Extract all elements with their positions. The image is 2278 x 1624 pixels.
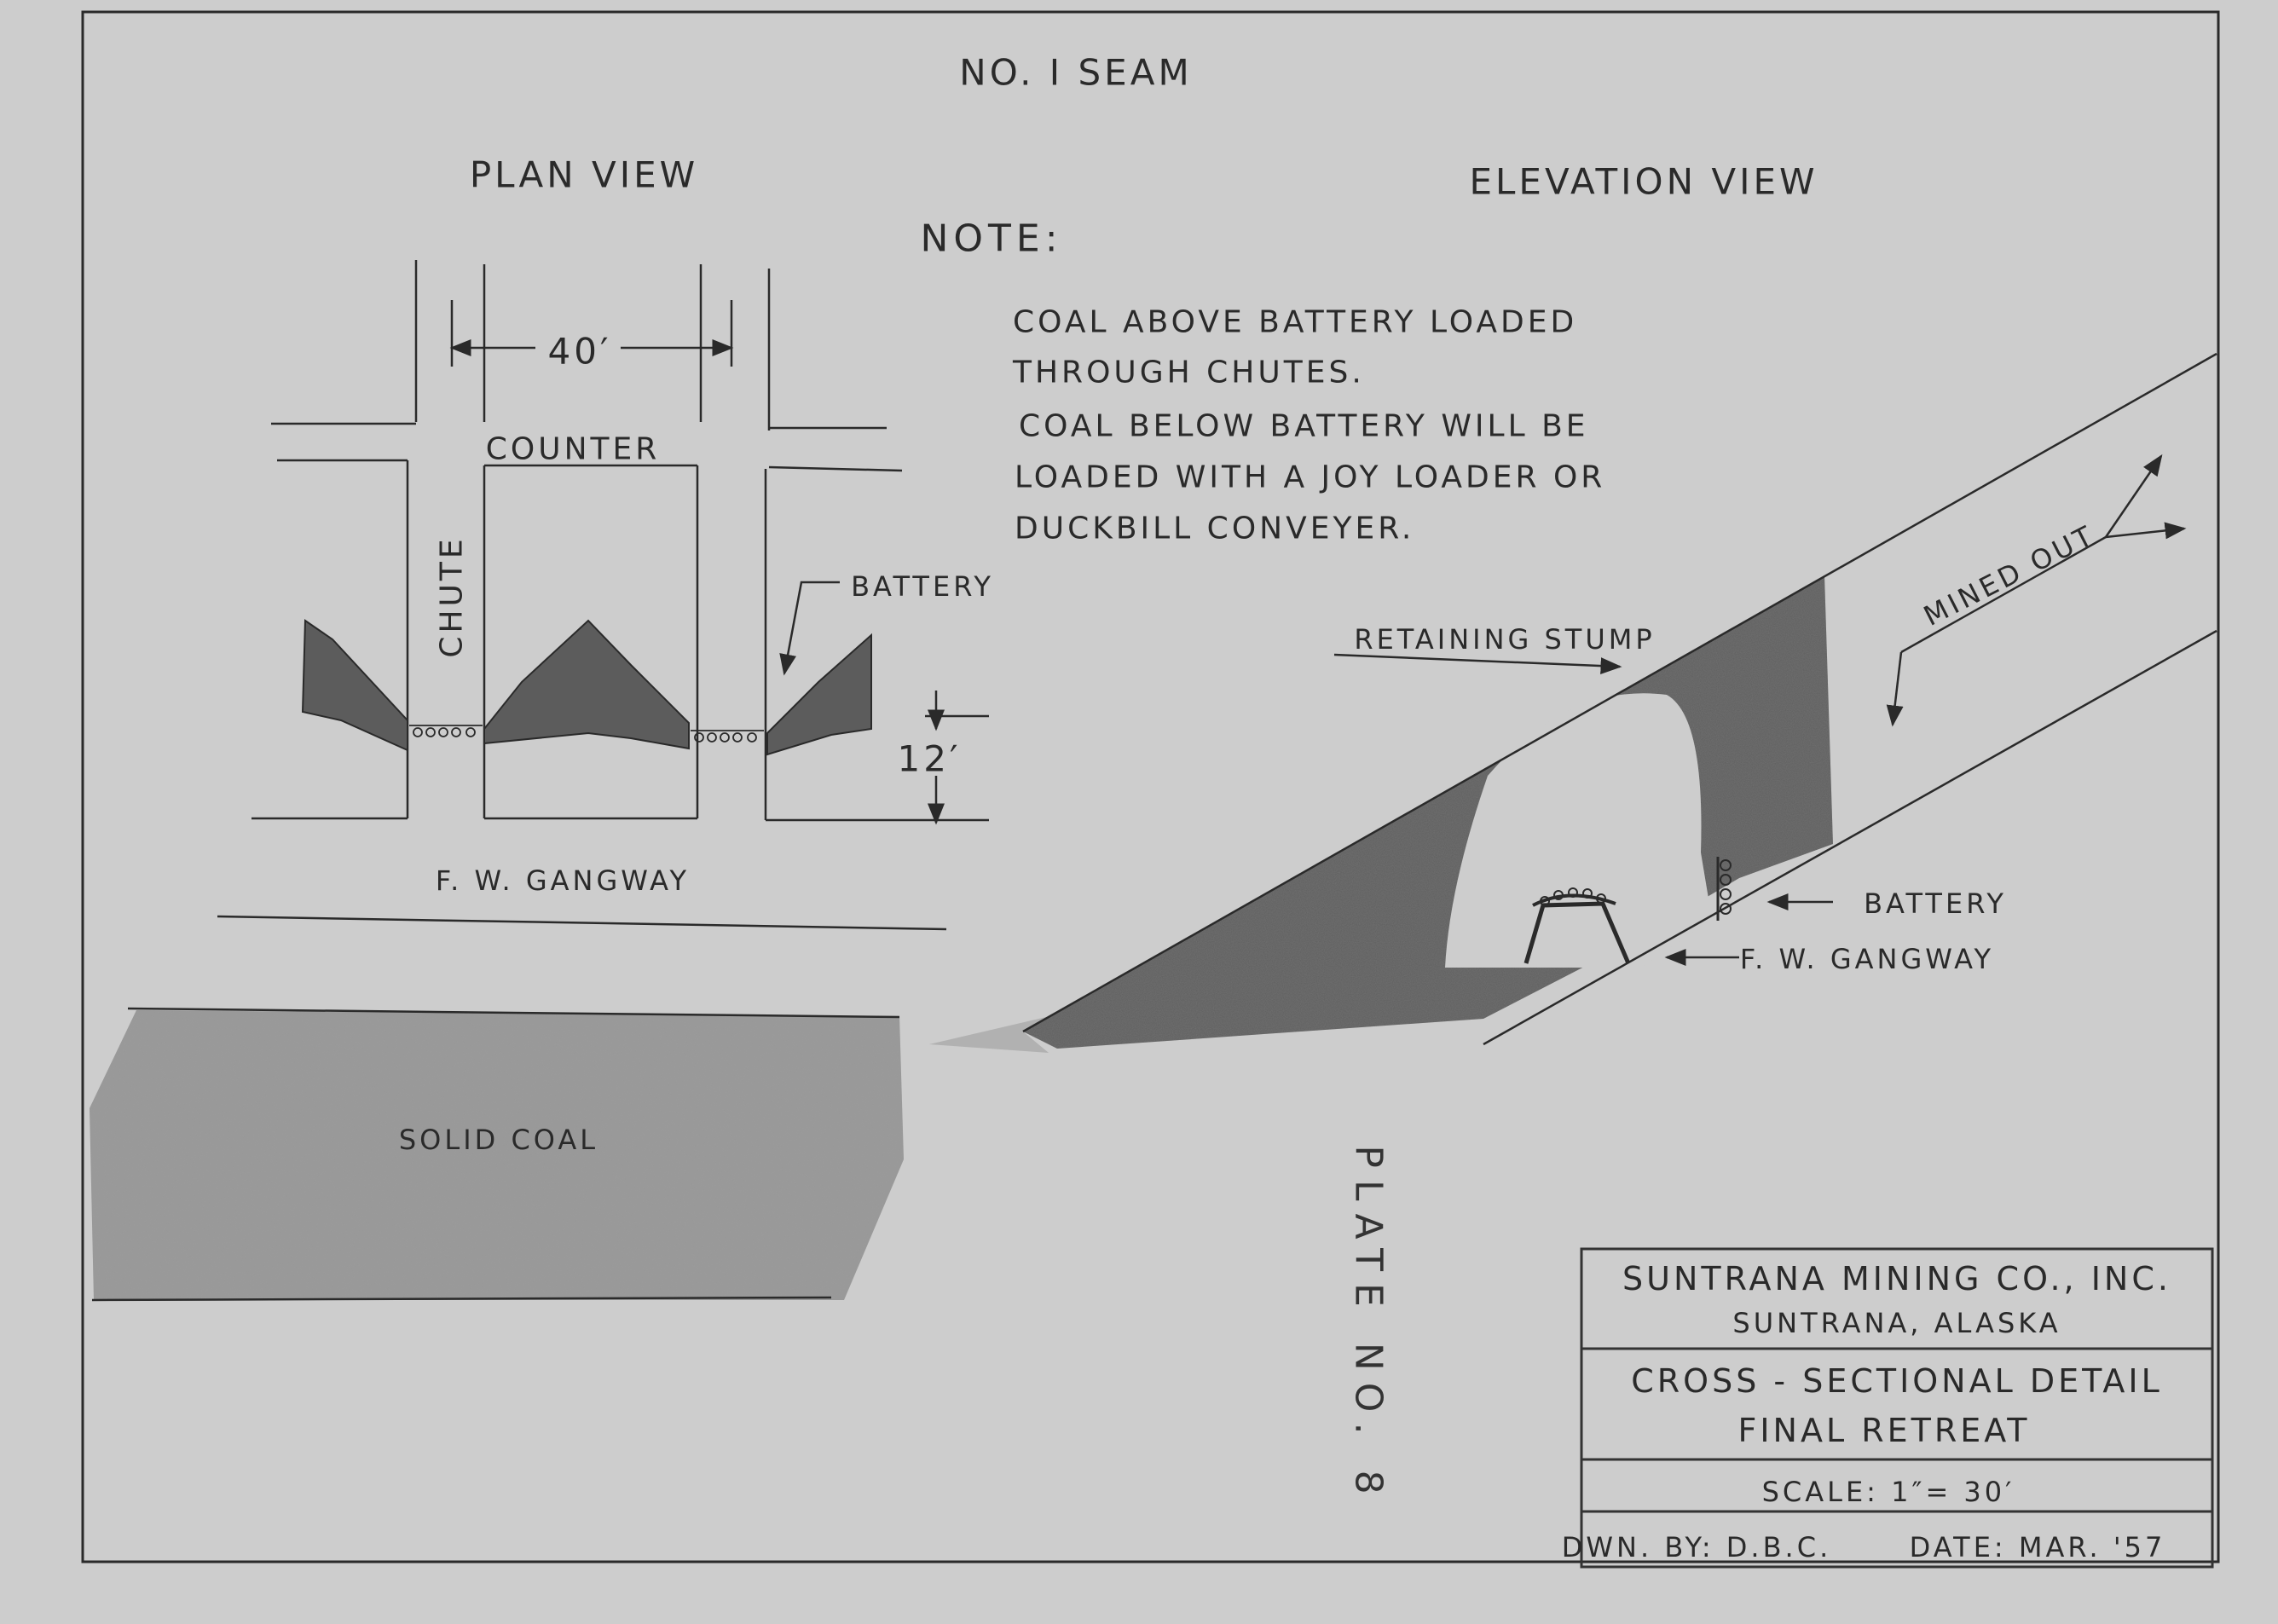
note-line-5: DUCKBILL CONVEYER. [1015,511,1415,546]
title-block-location: SUNTRANA, ALASKA [1732,1307,2061,1339]
solid-coal-bottom-edge [91,1296,832,1302]
elevation-view-heading: ELEVATION VIEW [1469,160,1818,203]
retaining-stump-label: RETAINING STUMP [1354,623,1656,656]
title-block-company: SUNTRANA MINING CO., INC. [1622,1260,2171,1297]
plan-height-dimension: 12′ [897,737,962,780]
plan-gangway-label: F. W. GANGWAY [435,864,691,897]
solid-coal-label: SOLID COAL [398,1124,599,1156]
note-line-2: THROUGH CHUTES. [1013,355,1365,390]
plan-battery-shading [301,619,872,756]
note-line-4: LOADED WITH A JOY LOADER OR [1015,459,1606,495]
title-block-drawing-title-2: FINAL RETREAT [1737,1412,2031,1449]
sheet-border [81,10,2220,1563]
note-heading: NOTE: [920,217,1063,261]
seam-title: NO. I SEAM [959,51,1193,94]
plan-battery-props [409,725,764,743]
title-block-drawn-by: DWN. BY: D.B.C. [1561,1531,1832,1563]
elevation-view-linework [929,352,2217,1053]
title-block-scale: SCALE: 1″= 30′ [1761,1476,2015,1508]
note-line-1: COAL ABOVE BATTERY LOADED [1013,304,1578,340]
title-block-drawing-title-1: CROSS - SECTIONAL DETAIL [1631,1362,2163,1400]
note-line-3: COAL BELOW BATTERY WILL BE [1019,408,1589,444]
plan-view-linework [217,260,989,931]
solid-coal-top-edge [127,1007,900,1019]
elevation-battery-label: BATTERY [1864,887,2007,920]
plan-chute-label: CHUTE [434,535,470,658]
plan-battery-label: BATTERY [851,570,994,603]
plan-width-dimension: 40′ [547,330,612,373]
elevation-gangway-label: F. W. GANGWAY [1739,943,1995,975]
plan-view-heading: PLAN VIEW [469,153,699,196]
title-block-date: DATE: MAR. '57 [1909,1531,2166,1563]
title-block-frame [1580,1247,2214,1569]
plan-counter-label: COUNTER [485,431,661,467]
plate-number: PLATE NO. 8 [1346,1145,1391,1506]
